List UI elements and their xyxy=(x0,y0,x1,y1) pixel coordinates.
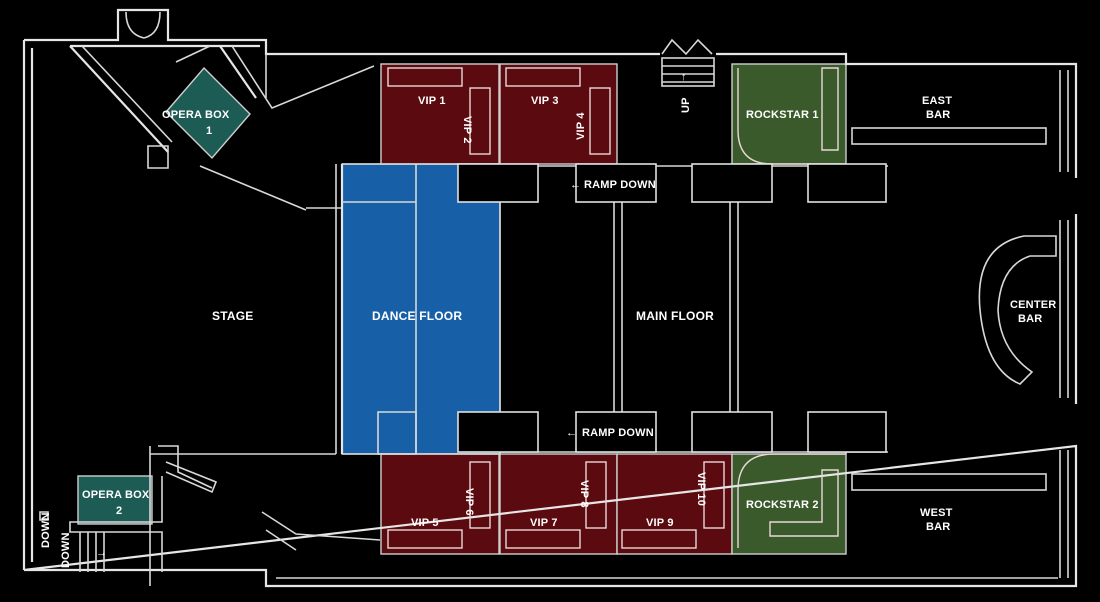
dance-floor-lines xyxy=(342,163,501,455)
opera-box-1-structure xyxy=(69,45,375,211)
ramp-down-top-arrow: ← xyxy=(570,179,581,191)
stage-edge xyxy=(149,164,344,586)
vip-3-label: VIP 3 xyxy=(531,95,559,107)
opera-box-1-number: 1 xyxy=(206,125,212,137)
center-bar-label-2: BAR xyxy=(1018,313,1042,325)
center-bar-label-1: CENTER xyxy=(1010,299,1056,311)
vip-3-4-zone[interactable] xyxy=(499,63,618,165)
vip-1-label: VIP 1 xyxy=(418,95,446,107)
outer-walls xyxy=(22,8,1078,588)
vip-2-label: VIP 2 xyxy=(461,116,473,144)
vip-7-8-zone[interactable] xyxy=(499,453,618,555)
opera-box-2-label: OPERA BOX xyxy=(82,489,150,501)
vip-5-6-zone[interactable] xyxy=(380,453,500,555)
vip-9-10-zone[interactable] xyxy=(616,453,733,555)
vip-5-label: VIP 5 xyxy=(411,517,439,529)
staircase-up[interactable] xyxy=(661,38,715,87)
rockstar-1-zone[interactable] xyxy=(731,63,847,165)
vip-bottom-seating xyxy=(387,461,725,549)
rockstar-2-label: ROCKSTAR 2 xyxy=(746,499,819,511)
west-bar-counter xyxy=(851,473,1047,491)
ramp-down-bottom-label: RAMP DOWN xyxy=(582,427,654,439)
center-bar-counter xyxy=(978,235,1057,385)
down-label-vertical: DOWN xyxy=(40,512,52,548)
ramp-down-top-label: RAMP DOWN xyxy=(584,179,656,191)
vip-9-label: VIP 9 xyxy=(646,517,674,529)
stage-label: STAGE xyxy=(212,309,253,323)
vip-7-label: VIP 7 xyxy=(530,517,558,529)
ramp-down-bottom-arrow: ← xyxy=(566,427,577,439)
opera-box-2-number: 2 xyxy=(116,505,122,517)
vip-4-label: VIP 4 xyxy=(575,112,587,140)
vip-top-seating xyxy=(387,67,611,155)
east-bar-label-2: BAR xyxy=(926,109,950,121)
opera-box-2-structure xyxy=(39,445,381,572)
vip-10-label: VIP 10 xyxy=(695,472,707,506)
opera-box-1-label: OPERA BOX xyxy=(162,109,230,121)
down-arrow: → xyxy=(96,547,107,559)
west-bar-label-2: BAR xyxy=(926,521,950,533)
vip-6-label: VIP 6 xyxy=(463,488,475,516)
up-arrow: ↑ xyxy=(681,71,687,83)
ramp-blocks xyxy=(457,163,887,453)
west-bar-label-1: WEST xyxy=(920,507,953,519)
vip-8-label: VIP 8 xyxy=(578,480,590,508)
opera-box-2-zone[interactable] xyxy=(77,475,153,525)
main-floor-label: MAIN FLOOR xyxy=(636,309,714,323)
opera-box-1-zone[interactable] xyxy=(165,66,251,160)
east-bar-counter xyxy=(851,127,1047,145)
dance-floor-zone[interactable] xyxy=(341,163,501,455)
entrance-doors xyxy=(125,11,161,39)
vip-1-2-zone[interactable] xyxy=(380,63,500,165)
down-label-horizontal: DOWN xyxy=(60,532,72,568)
east-bar-label-1: EAST xyxy=(922,95,952,107)
dance-floor-label: DANCE FLOOR xyxy=(372,309,462,323)
up-label: UP xyxy=(680,97,692,113)
rockstar-1-label: ROCKSTAR 1 xyxy=(746,109,819,121)
